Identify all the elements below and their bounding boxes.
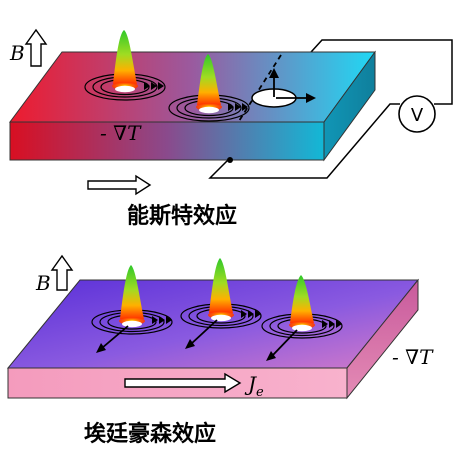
nernst-caption: 能斯特效应: [127, 203, 237, 229]
magnetic-field-label: B: [9, 41, 25, 65]
gradient-label: - ∇T: [392, 345, 434, 369]
voltmeter-label: V: [411, 105, 424, 126]
nernst-panel: B: [9, 28, 453, 229]
magnetic-field-arrow-icon: [50, 254, 74, 291]
gradient-label: - ∇T: [100, 121, 142, 145]
current-arrow-icon: [124, 372, 242, 394]
vortex-1: [84, 30, 166, 101]
vortex-2: [168, 54, 250, 122]
heat-flow-arrow-icon: [87, 174, 152, 196]
ettingshausen-caption: 埃廷豪森效应: [84, 421, 216, 447]
magnetic-field-label: B: [35, 271, 51, 295]
current-symbol: J: [244, 372, 257, 396]
temperature-gradient-slab: [9, 50, 376, 162]
voltage-probe-line: [238, 54, 282, 122]
vortex-c: [261, 275, 343, 361]
vortex-a: [91, 265, 173, 353]
ettingshausen-panel: B: [6, 254, 434, 447]
contact-dot: [227, 157, 233, 163]
electric-field-spot: [251, 68, 316, 108]
vortex-b: [180, 258, 262, 349]
current-subscript: e: [256, 385, 264, 400]
magnetic-field-arrow-icon: [24, 28, 48, 67]
voltmeter-icon: V: [398, 95, 436, 133]
current-label: Je: [244, 372, 264, 400]
